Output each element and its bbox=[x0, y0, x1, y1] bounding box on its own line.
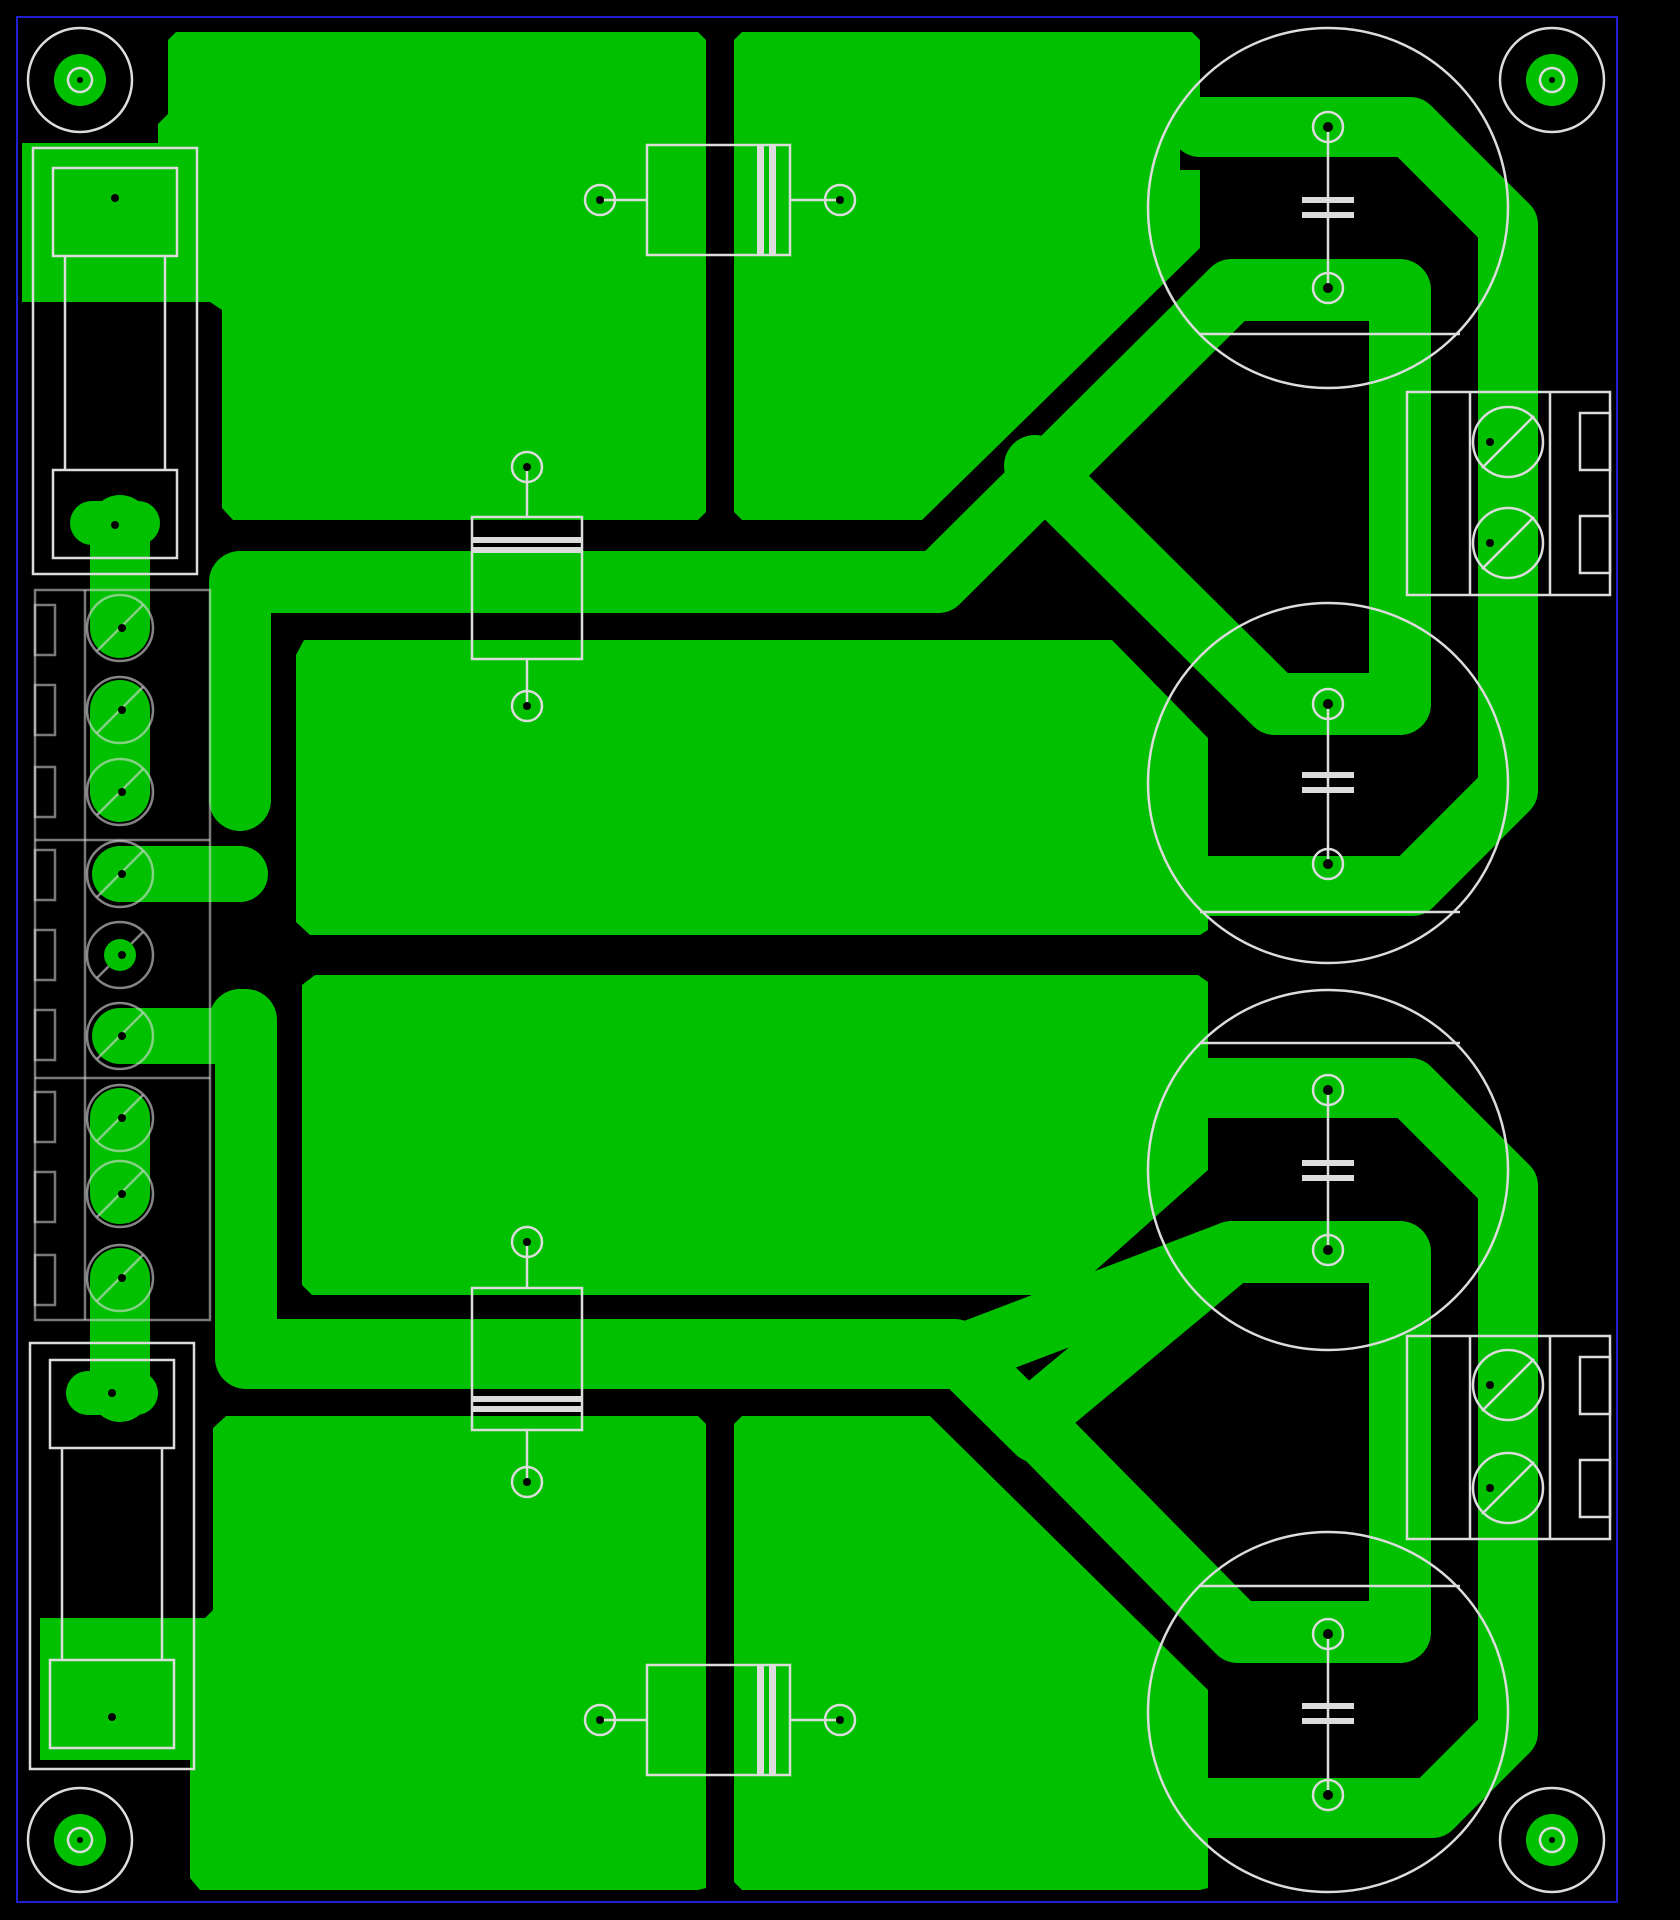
copper-pour-mid-lower bbox=[302, 975, 1208, 1295]
diode-icon bbox=[583, 1663, 857, 1777]
screw-terminal-icon bbox=[1405, 1334, 1612, 1541]
diode-icon bbox=[470, 450, 584, 723]
regulator-icon bbox=[28, 1341, 196, 1771]
diode-icon bbox=[470, 1225, 584, 1499]
mounting-hole-icon bbox=[26, 26, 134, 134]
diode-icon bbox=[583, 143, 857, 257]
silkscreen-layer bbox=[26, 26, 1612, 1894]
copper-layer bbox=[22, 32, 1538, 1890]
trace-lower-outer bbox=[1170, 1058, 1538, 1838]
trace-lower-y-left bbox=[1004, 1221, 1263, 1447]
copper-pour-top-middle bbox=[734, 32, 1200, 520]
mounting-hole-icon bbox=[1498, 26, 1606, 134]
copper-pour-bottom-left bbox=[40, 1416, 706, 1890]
screw-terminal-icon bbox=[1405, 390, 1612, 597]
capacitor-icon bbox=[1146, 601, 1510, 965]
board-outline bbox=[16, 16, 1618, 1903]
copper-pour-top-left bbox=[22, 32, 706, 520]
capacitor-icon bbox=[1146, 26, 1510, 390]
capacitor-icon bbox=[1146, 1530, 1510, 1894]
mounting-hole-icon bbox=[26, 1786, 134, 1894]
trace-upper-main bbox=[209, 259, 1431, 831]
screw-terminal-icon bbox=[33, 588, 212, 1322]
copper-pour-bottom-middle bbox=[734, 1416, 1208, 1890]
capacitor-icon bbox=[1146, 988, 1510, 1352]
regulator-icon bbox=[31, 146, 199, 576]
copper-pour-mid-upper bbox=[296, 640, 1208, 935]
mounting-hole-icon bbox=[1498, 1786, 1606, 1894]
